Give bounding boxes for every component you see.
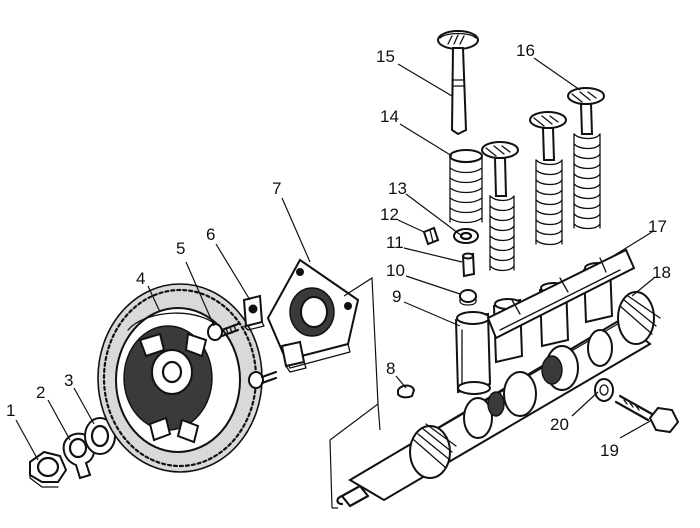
callout-2: 2	[36, 383, 45, 402]
spacer-block	[280, 340, 307, 373]
washer-part-20	[594, 378, 614, 402]
washer-part-3	[84, 417, 116, 455]
valve-part-15	[437, 30, 479, 136]
callout-12: 12	[380, 205, 399, 224]
callout-5: 5	[176, 239, 185, 258]
callout-15: 15	[376, 47, 395, 66]
key-part-8	[397, 384, 416, 399]
camshaft-gear-part-4	[97, 283, 263, 473]
valve-lock-part-12	[422, 226, 440, 246]
second-bolt	[248, 370, 278, 389]
plate-part-6	[242, 294, 265, 331]
bolt-part-5	[207, 322, 240, 341]
rocker-bracket-part-17	[486, 248, 636, 340]
thrust-flange-part-7	[266, 258, 360, 369]
callout-20: 20	[550, 415, 569, 434]
spring-retainer-part-13	[453, 228, 479, 244]
callout-18: 18	[652, 263, 671, 282]
callout-7: 7	[272, 179, 281, 198]
callout-9: 9	[392, 287, 401, 306]
cap-part-10	[459, 289, 477, 306]
callout-17: 17	[648, 217, 667, 236]
callout-8: 8	[386, 359, 395, 378]
nut-part-1	[29, 450, 68, 488]
leader-lines	[15, 57, 655, 461]
callout-13: 13	[388, 179, 407, 198]
callout-6: 6	[206, 225, 215, 244]
bolt-part-19	[614, 394, 680, 434]
valve-with-spring-1	[481, 141, 519, 272]
callout-10: 10	[386, 261, 405, 280]
valve-with-spring-2	[529, 111, 567, 246]
spring-part-14	[449, 149, 483, 224]
callout-11: 11	[386, 233, 404, 252]
valve-part-16	[567, 87, 605, 230]
tappet-part-9	[454, 311, 492, 395]
callout-3: 3	[64, 371, 73, 390]
callout-19: 19	[600, 441, 619, 460]
callout-14: 14	[380, 107, 399, 126]
callout-16: 16	[516, 41, 535, 60]
camshaft-part-18	[336, 291, 661, 508]
callout-4: 4	[136, 269, 145, 288]
pin-part-11	[461, 252, 476, 278]
callout-1: 1	[6, 401, 15, 420]
